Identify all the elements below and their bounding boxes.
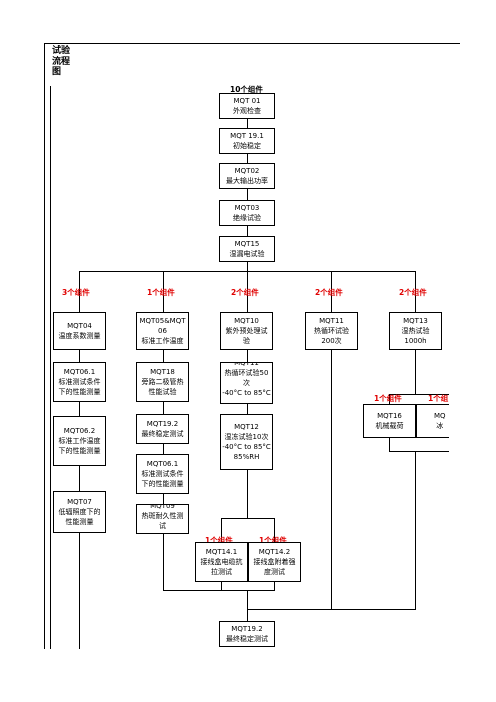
connector — [389, 438, 390, 452]
connector — [247, 470, 248, 518]
connector — [163, 494, 164, 504]
box-mqt03: MQT03 绝缘试验 — [219, 200, 275, 226]
connector — [274, 518, 275, 542]
connector — [247, 350, 248, 362]
col1-box-mqt06-1: MQT06.1 标准测试条件 下的性能测量 — [53, 362, 106, 402]
frame-title: 试验 流程 图 — [52, 46, 71, 77]
col1-box-mqt07: MQT07 低辐照度下的 性能测量 — [53, 491, 106, 533]
connector — [247, 271, 248, 312]
branch-count-1: 3个组件 — [62, 288, 90, 297]
sub3-count-1: 1个组件 — [205, 536, 233, 545]
frame-top-line — [44, 43, 460, 44]
col3-box-mqt12: MQT12 湿冻试验10次 -40°C to 85°C 85%RH — [220, 414, 273, 470]
box-mqt15: MQT15 湿漏电试验 — [219, 236, 275, 262]
connector — [221, 582, 222, 591]
col1-box-mqt04: MQT04 温度系数测量 — [53, 312, 106, 350]
sub3-box-mqt14-1: MQT14.1 接线盒电缆抗 拉测试 — [195, 542, 248, 582]
col2-box-mqt06-1: MQT06.1 标准测试条件 下的性能测量 — [136, 454, 189, 494]
connector — [79, 402, 80, 416]
frame-left-line-outer — [44, 43, 45, 649]
col2-box-mqt19-2: MQT19.2 最终稳定测试 — [136, 414, 189, 444]
sub5-box-partial: MQ 冰 — [416, 404, 449, 438]
connector — [415, 271, 416, 312]
sub5-count-1: 1个组件 — [374, 394, 402, 403]
connector — [389, 394, 390, 404]
col1-box-mqt06-2: MQT06.2 标准工作温度 下的性能测量 — [53, 416, 106, 466]
frame-left-line-inner — [50, 86, 51, 649]
connector — [274, 582, 275, 591]
sub5-count-2: 1个组 — [428, 394, 449, 403]
col3-box-mqt10: MQT10 紫外预处理试 验 — [220, 312, 273, 350]
connector — [221, 590, 275, 591]
connector — [389, 394, 449, 395]
connector — [247, 119, 248, 128]
branch-count-2: 1个组件 — [147, 288, 175, 297]
col2-box-mqt05-06: MQT05&MQT 06 标准工作温度 — [136, 312, 189, 350]
connector — [163, 444, 164, 454]
connector — [163, 534, 164, 591]
connector — [163, 402, 164, 414]
box-mqt01: MQT 01 外观检查 — [219, 93, 275, 119]
box-mqt02: MQT02 最大输出功率 — [219, 163, 275, 189]
branch-count-5: 2个组件 — [399, 288, 427, 297]
col2-box-mqt18: MQT18 旁路二极管热 性能试验 — [136, 362, 189, 402]
connector — [221, 518, 222, 542]
col2-box-mqt09: MQT09 热斑耐久性测 试 — [136, 504, 189, 534]
col5-box-mqt13: MQT13 湿热试验 1000h — [389, 312, 442, 350]
connector — [79, 350, 80, 362]
final-box-mqt19-2: MQT19.2 最终稳定测试 — [219, 621, 275, 647]
connector — [163, 350, 164, 362]
connector — [247, 404, 248, 414]
connector — [221, 518, 274, 519]
connector — [415, 350, 416, 394]
sub5-box-mqt16: MQT16 机械载荷 — [363, 404, 416, 438]
connector — [415, 451, 416, 610]
connector — [163, 271, 164, 312]
sub3-box-mqt14-2: MQT14.2 接线盒附着强 度测试 — [248, 542, 301, 582]
connector — [389, 451, 449, 452]
connector — [247, 226, 248, 236]
connector — [247, 262, 248, 272]
col3-box-mqt11-50: MQT11 热循环试验50 次 -40°C to 85°C — [220, 362, 273, 404]
box-mqt19-1: MQT 19.1 初始稳定 — [219, 128, 275, 154]
connector — [79, 271, 80, 312]
branch-count-3: 2个组件 — [231, 288, 259, 297]
branch-count-4: 2个组件 — [315, 288, 343, 297]
sub3-count-2: 1个组件 — [259, 536, 287, 545]
col4-box-mqt11-200: MQT11 热循环试验 200次 — [305, 312, 358, 350]
connector — [79, 466, 80, 491]
connector — [247, 590, 248, 621]
connector — [247, 154, 248, 163]
top-count-label: 10个组件 — [230, 85, 263, 94]
connector — [163, 590, 248, 591]
connector — [331, 350, 332, 610]
connector — [247, 189, 248, 200]
connector — [331, 271, 332, 312]
connector — [247, 609, 415, 610]
connector — [79, 533, 80, 649]
